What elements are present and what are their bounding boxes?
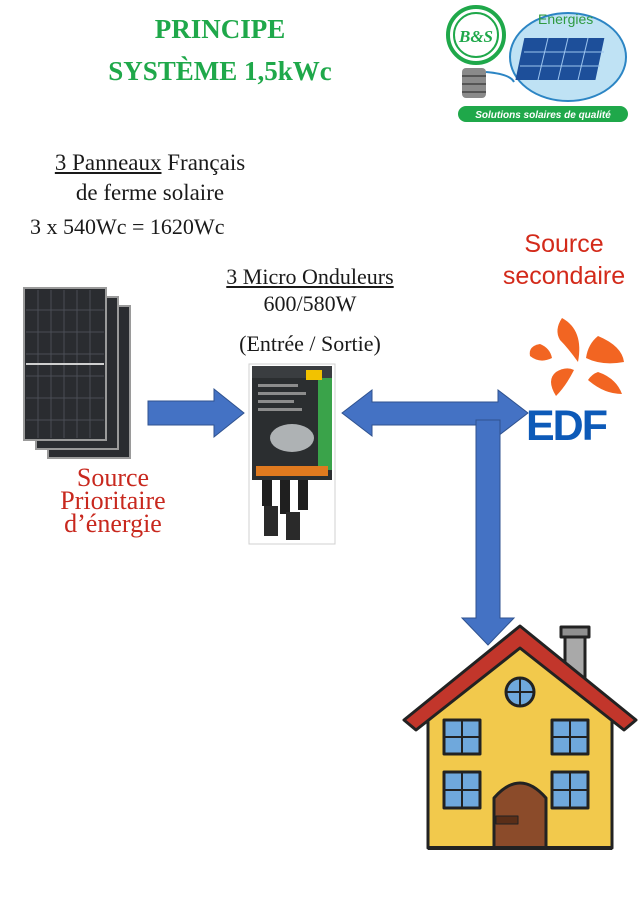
priority-source-line-2: Prioritaire: [60, 486, 166, 515]
micro-inverters-detail: (Entrée / Sortie): [239, 331, 381, 356]
grid-to-house-arrow: [460, 419, 516, 646]
logo-brand: Energies: [538, 11, 593, 27]
micro-inverters-power: 600/580W: [263, 291, 357, 316]
panels-to-inverter-arrow: [147, 387, 245, 439]
micro-inverters-label: 3 Micro Onduleurs 600/580W: [185, 263, 435, 317]
priority-source-label: Source Prioritaire d’énergie: [28, 463, 198, 538]
logo-bulb-base-icon: [462, 68, 486, 98]
panels-count: 3 Panneaux: [54, 150, 162, 175]
house-icon: [402, 624, 638, 850]
diagram-title: PRINCIPE SYSTÈME 1,5kWc: [40, 8, 400, 92]
priority-source-line-3: d’énergie: [64, 509, 162, 538]
panels-origin: Français: [167, 150, 246, 175]
logo-solar-cells-icon: [515, 37, 605, 81]
edf-logo-icon: EDF: [526, 318, 624, 450]
edf-wordmark: EDF: [526, 402, 607, 450]
company-logo: B&S Energies Solutions solaires de quali…: [446, 5, 628, 122]
secondary-source-label: Source secondaire: [492, 228, 636, 292]
title-line-1: PRINCIPE: [154, 14, 286, 44]
micro-inverters-title: 3 Micro Onduleurs: [226, 264, 394, 289]
title-line-2: SYSTÈME 1,5kWc: [108, 56, 332, 86]
secondary-source-line-1: Source: [524, 230, 604, 258]
secondary-source-line-2: secondaire: [502, 262, 626, 290]
solar-panels-icon: [23, 287, 131, 459]
panels-calculation: 3 x 540Wc = 1620Wc: [30, 214, 225, 239]
logo-initials: B&S: [458, 27, 493, 46]
logo-emblem-icon: [446, 5, 506, 65]
panels-description: 3 Panneaux Français de ferme solaire: [30, 148, 270, 208]
micro-inverter-icon: [248, 363, 336, 545]
logo-tagline: Solutions solaires de qualité: [475, 110, 611, 121]
panels-line-2: de ferme solaire: [75, 180, 225, 205]
priority-source-line-1: Source: [76, 463, 150, 492]
